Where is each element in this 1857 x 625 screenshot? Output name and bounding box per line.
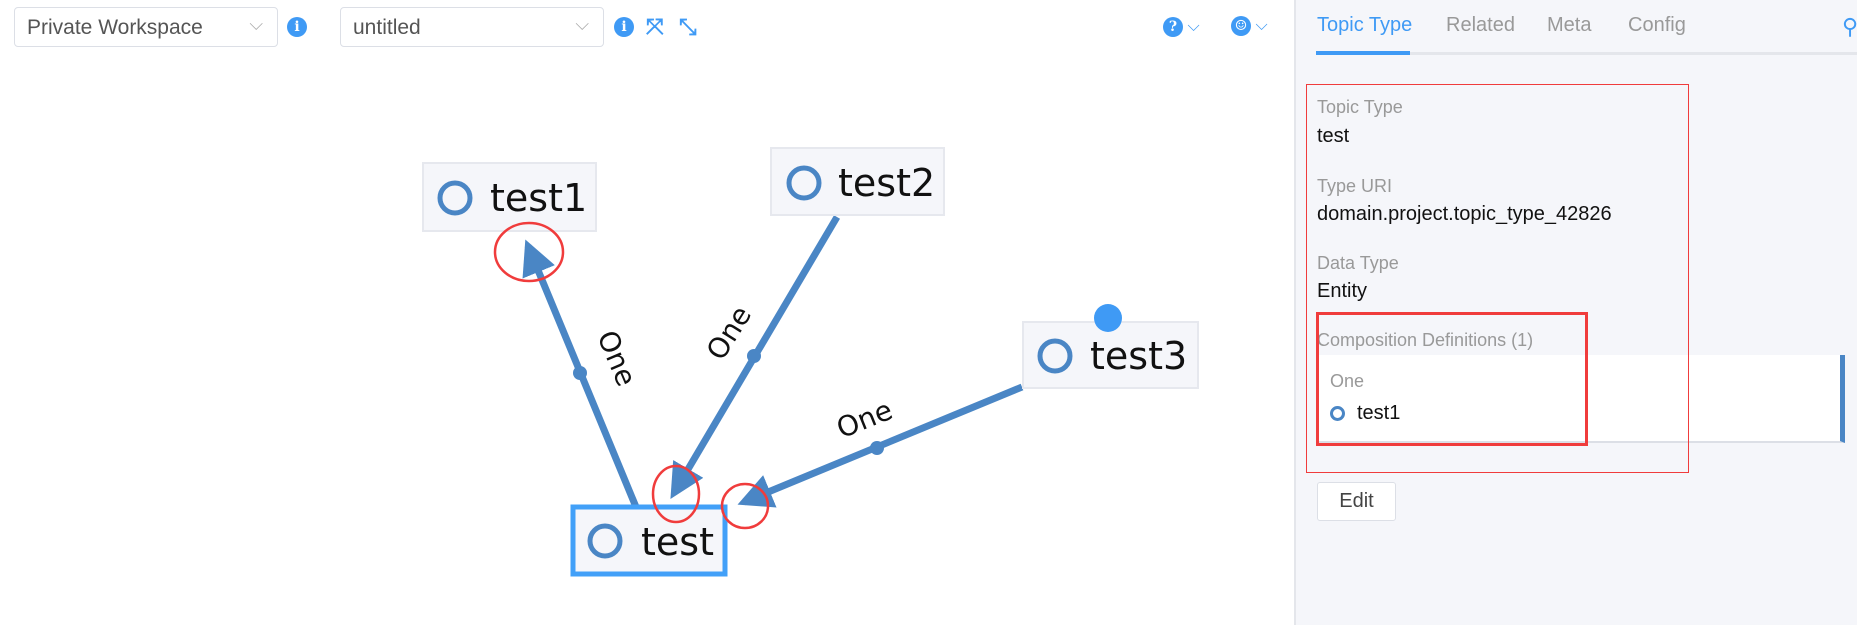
chevron-down-icon: ⌵	[1255, 17, 1268, 34]
workspace-value: Private Workspace	[27, 16, 203, 39]
edge-midpoint	[870, 441, 884, 455]
topic-type-label: Topic Type	[1317, 97, 1403, 117]
detail-panel: Topic Type Related Meta Config ⚲ Topic T…	[1294, 0, 1857, 625]
topic-node-test2[interactable]: test2	[770, 147, 945, 216]
user-menu-button[interactable]: ☺ ⌵	[1231, 16, 1268, 36]
topic-node-test3[interactable]: test3	[1022, 321, 1199, 389]
topic-icon	[587, 523, 623, 559]
help-menu-button[interactable]: ? ⌵	[1163, 17, 1200, 37]
edge-midpoint	[747, 349, 761, 363]
node-label: test3	[1090, 334, 1187, 378]
annotation-circle	[720, 482, 770, 530]
edge-midpoint	[573, 366, 587, 380]
type-uri-label: Type URI	[1317, 176, 1393, 196]
topic-icon	[1037, 338, 1073, 374]
topic-icon	[437, 180, 473, 216]
tab-config[interactable]: Config	[1628, 14, 1686, 36]
edge-label: One	[832, 393, 897, 445]
workspace-select[interactable]: Private Workspace ⌵	[14, 7, 278, 47]
node-label: test	[641, 520, 714, 564]
topicmap-value: untitled	[353, 16, 421, 39]
child-topic-type[interactable]: test1	[1357, 402, 1401, 424]
topicmap-canvas[interactable]: One One One test1 test2 test3 test	[0, 0, 1290, 625]
topicmap-select[interactable]: untitled ⌵	[340, 7, 604, 47]
chevron-down-icon: ⌵	[249, 14, 263, 34]
annotation-circle	[651, 464, 701, 524]
pin-icon[interactable]: ⚲	[1842, 14, 1857, 39]
type-uri-value: domain.project.topic_type_42826	[1317, 203, 1612, 225]
association-handle[interactable]	[1094, 304, 1122, 332]
cardinality-label: One	[1330, 371, 1365, 391]
fullscreen-icon[interactable]: ⤧	[646, 14, 664, 39]
topic-node-test-selected[interactable]: test	[570, 504, 728, 577]
data-type-value: Entity	[1317, 280, 1368, 302]
edit-button[interactable]: Edit	[1317, 482, 1396, 521]
annotation-box	[1316, 312, 1588, 446]
data-type-label: Data Type	[1317, 253, 1399, 273]
tab-related[interactable]: Related	[1446, 14, 1515, 36]
topic-icon	[786, 165, 822, 201]
composition-definitions-label: Composition Definitions (1)	[1317, 330, 1534, 350]
chevron-down-icon: ⌵	[1187, 18, 1200, 35]
topic-icon	[1330, 406, 1345, 421]
edge-label: One	[590, 326, 643, 391]
workspace-info-icon[interactable]: i	[287, 17, 307, 37]
topic-node-test1[interactable]: test1	[422, 162, 597, 232]
shrink-icon[interactable]: ⤡	[679, 14, 697, 39]
node-label: test2	[838, 161, 935, 205]
node-label: test1	[490, 176, 587, 220]
topicmap-info-icon[interactable]: i	[614, 17, 634, 37]
help-icon: ?	[1163, 17, 1183, 37]
tab-topic-type[interactable]: Topic Type	[1317, 14, 1413, 36]
annotation-box	[1306, 84, 1689, 473]
tab-divider	[1316, 52, 1857, 55]
active-tab-indicator	[1316, 51, 1410, 55]
annotation-circle	[493, 221, 565, 283]
chevron-down-icon: ⌵	[575, 14, 589, 34]
user-icon: ☺	[1231, 16, 1251, 36]
tab-meta[interactable]: Meta	[1547, 14, 1592, 36]
composition-definition-card[interactable]: One test1	[1317, 355, 1845, 443]
topic-type-value: test	[1317, 125, 1350, 147]
